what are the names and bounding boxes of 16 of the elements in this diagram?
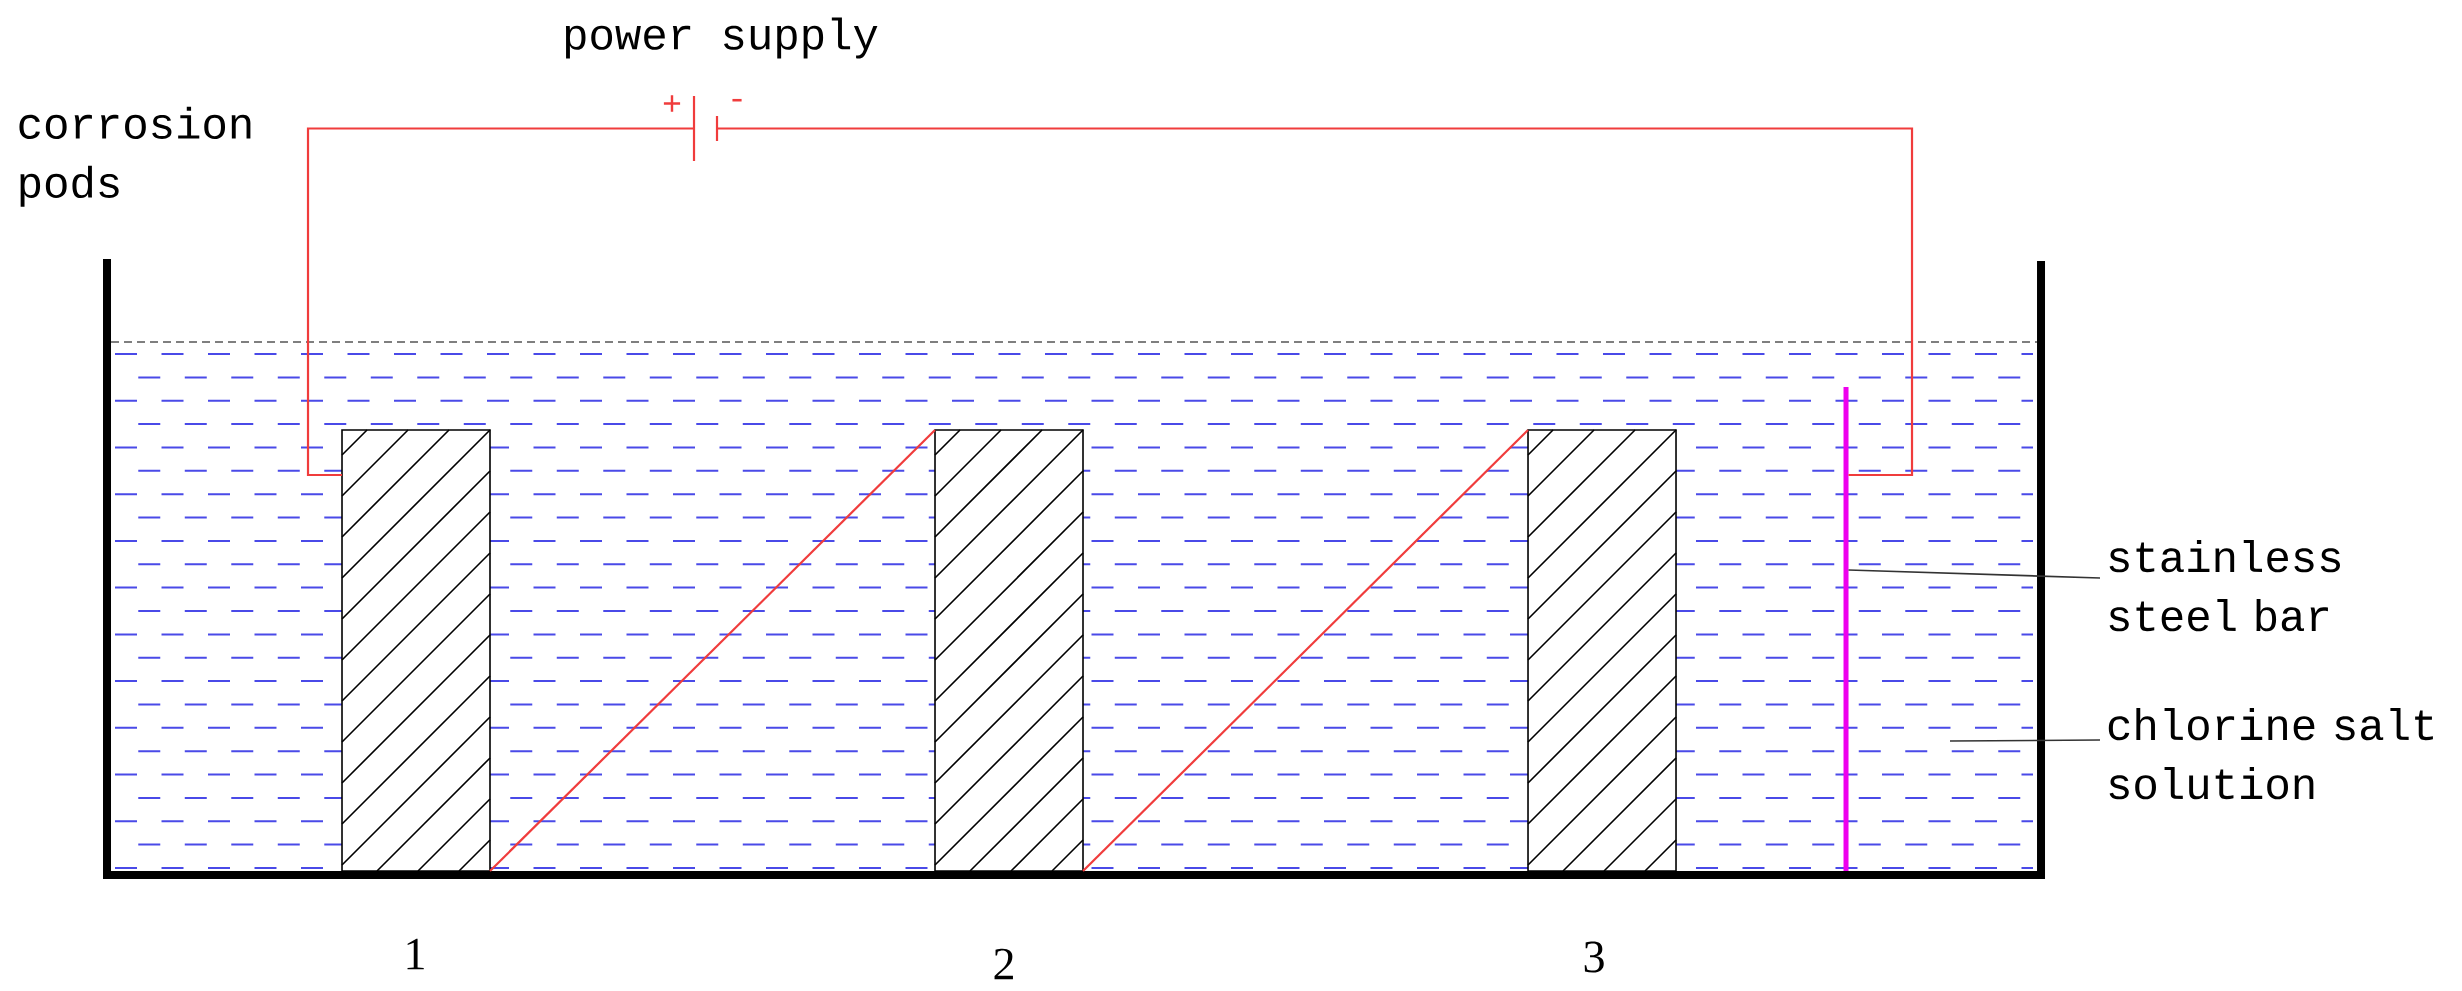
text-label: stainless steel bar bbox=[2109, 540, 2340, 632]
text-label: corrosion pods bbox=[19, 106, 251, 207]
pod-number: 1 bbox=[407, 938, 424, 970]
leader-line bbox=[1847, 569, 2101, 579]
leader-line bbox=[1949, 739, 2101, 742]
wire bbox=[306, 127, 694, 477]
polarity-sign: - bbox=[732, 98, 742, 102]
pod-number: 3 bbox=[1584, 941, 1604, 973]
polarity-sign: + bbox=[663, 95, 681, 112]
text-label: power supply bbox=[565, 17, 878, 59]
text-label: chlorine salt solution bbox=[2108, 708, 2433, 800]
pod-number: 2 bbox=[994, 948, 1013, 980]
wire bbox=[489, 429, 936, 872]
wire bbox=[1082, 429, 1529, 872]
steel-bar bbox=[1843, 387, 1849, 871]
wire bbox=[717, 127, 1914, 477]
